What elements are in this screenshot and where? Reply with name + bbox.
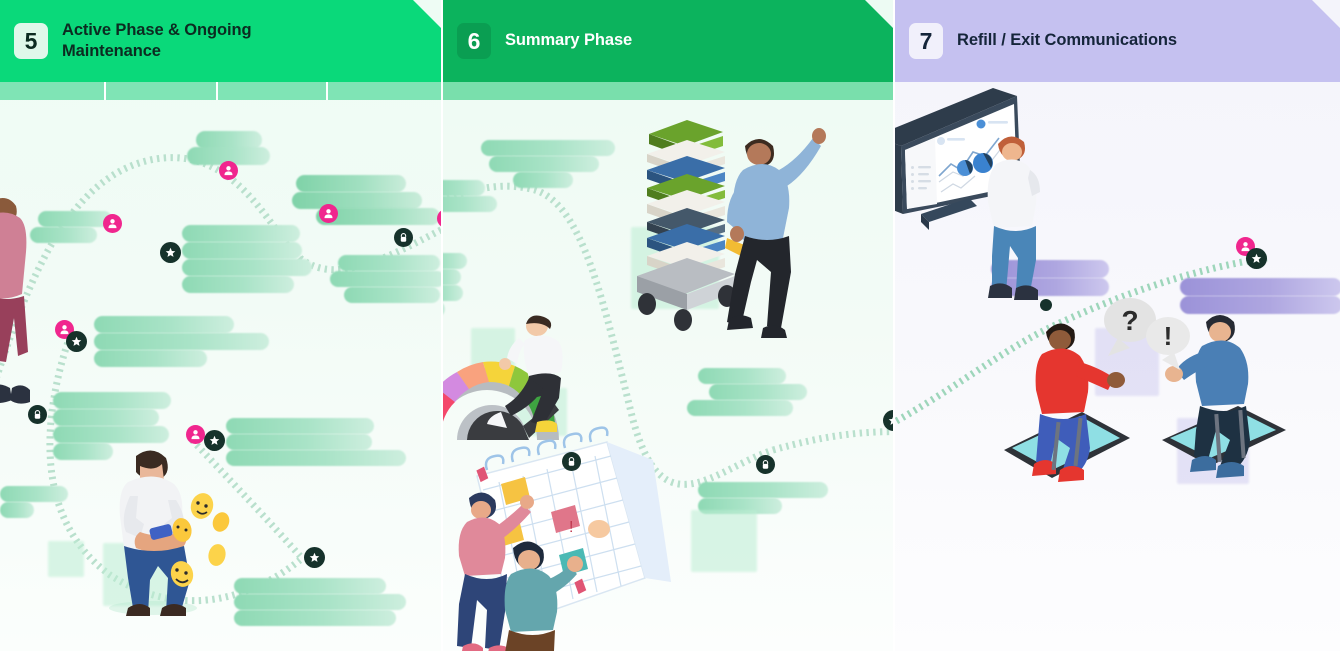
subbar-cell (0, 82, 106, 100)
content-pill (1180, 278, 1340, 296)
panel-divider (441, 0, 443, 651)
star-dark-marker[interactable] (66, 331, 87, 352)
content-pill (234, 594, 406, 610)
accent-tile (691, 510, 757, 572)
content-pill (1180, 296, 1340, 314)
content-pill (292, 192, 422, 209)
content-pill (687, 400, 793, 416)
content-pill (30, 227, 97, 243)
accent-tile (48, 541, 84, 577)
panel-6-subbar (443, 82, 893, 100)
lock-dark-marker[interactable] (394, 228, 413, 247)
speech-bubble-question: ? (1121, 305, 1138, 336)
lock-dark-marker[interactable] (562, 452, 581, 471)
illustration-two-people-conversation-on-phones: ? ! (990, 298, 1320, 485)
illustration-person-with-phone-reactions (98, 440, 233, 616)
panel-7-header: 7 Refill / Exit Communications (895, 0, 1340, 82)
content-pill (344, 287, 440, 303)
person-pink-marker[interactable] (186, 425, 205, 444)
content-pill (0, 486, 68, 502)
content-pill (53, 409, 159, 426)
content-pill (226, 418, 374, 434)
content-pill (182, 242, 302, 259)
panel-divider (893, 0, 895, 651)
content-pill (338, 255, 440, 271)
subbar-cell (328, 82, 441, 100)
panel-6-body: ! (443, 0, 893, 651)
star-dark-marker[interactable] (160, 242, 181, 263)
panel-7-number: 7 (909, 23, 943, 59)
content-pill (443, 301, 445, 317)
content-pill (481, 140, 615, 156)
subbar-cell (106, 82, 218, 100)
content-pill (53, 426, 169, 443)
content-pill (443, 196, 497, 212)
panel-7-body: ? ! (895, 0, 1340, 651)
content-pill (443, 253, 467, 269)
lock-dark-marker[interactable] (28, 405, 47, 424)
speech-bubble-exclamation: ! (1164, 321, 1173, 351)
content-pill (53, 392, 171, 409)
content-pill (330, 271, 441, 287)
panel-7-title: Refill / Exit Communications (957, 31, 1177, 50)
person-pink-marker[interactable] (103, 214, 122, 233)
star-dark-marker[interactable] (883, 410, 893, 431)
content-pill (94, 333, 269, 350)
content-pill (226, 450, 406, 466)
panel-5-subbar (0, 82, 441, 100)
content-pill (94, 316, 234, 333)
lock-dark-marker[interactable] (756, 455, 775, 474)
content-pill (0, 502, 34, 518)
content-pill (443, 285, 463, 301)
content-pill (182, 276, 294, 293)
content-pill (443, 269, 461, 285)
content-pill (182, 225, 300, 242)
content-pill (182, 259, 312, 276)
panel-5-title: Active Phase & Ongoing Maintenance (62, 20, 252, 60)
panel-6-title: Summary Phase (505, 31, 633, 50)
star-dark-marker[interactable] (204, 430, 225, 451)
phase-panel-7[interactable]: ? ! 7 Refill / Exit Communications (895, 0, 1340, 651)
illustration-clinician-viewing-dashboard-monitor (895, 80, 1095, 300)
person-pink-marker[interactable] (319, 204, 338, 223)
content-pill (991, 260, 1109, 278)
dot-dark-marker[interactable] (1040, 299, 1052, 311)
illustration-person-pushing-book-cart (631, 108, 826, 338)
content-pill (709, 384, 807, 400)
content-pill (489, 156, 599, 172)
illustration-two-people-at-desk-calendar: ! (447, 426, 707, 651)
panel-6-header: 6 Summary Phase (443, 0, 893, 82)
panel-6-number: 6 (457, 23, 491, 59)
person-pink-marker[interactable] (437, 209, 441, 228)
subbar-cell (218, 82, 328, 100)
content-pill (94, 350, 207, 367)
star-dark-marker[interactable] (1246, 248, 1267, 269)
content-pill (38, 211, 112, 227)
content-pill (698, 368, 786, 384)
content-pill (513, 172, 573, 188)
svg-text:!: ! (569, 519, 573, 536)
content-pill (187, 147, 270, 165)
panel-5-header: 5 Active Phase & Ongoing Maintenance (0, 0, 441, 82)
content-pill (196, 131, 262, 149)
content-pill (53, 443, 113, 460)
content-pill (316, 208, 440, 225)
phase-panel-6[interactable]: ! (443, 0, 893, 651)
content-pill (226, 434, 372, 450)
panel-5-number: 5 (14, 23, 48, 59)
content-pill (234, 578, 386, 594)
star-dark-marker[interactable] (304, 547, 325, 568)
content-pill (234, 610, 396, 626)
panel-5-body (0, 0, 441, 651)
person-pink-marker[interactable] (219, 161, 238, 180)
content-pill (443, 180, 485, 196)
content-pill (296, 175, 406, 192)
illustration-person-walking-left-edge (0, 192, 38, 442)
phase-panel-5[interactable]: 5 Active Phase & Ongoing Maintenance (0, 0, 441, 651)
illustration-gauge-speedometer-with-climber (443, 290, 597, 460)
content-pill (698, 482, 828, 498)
